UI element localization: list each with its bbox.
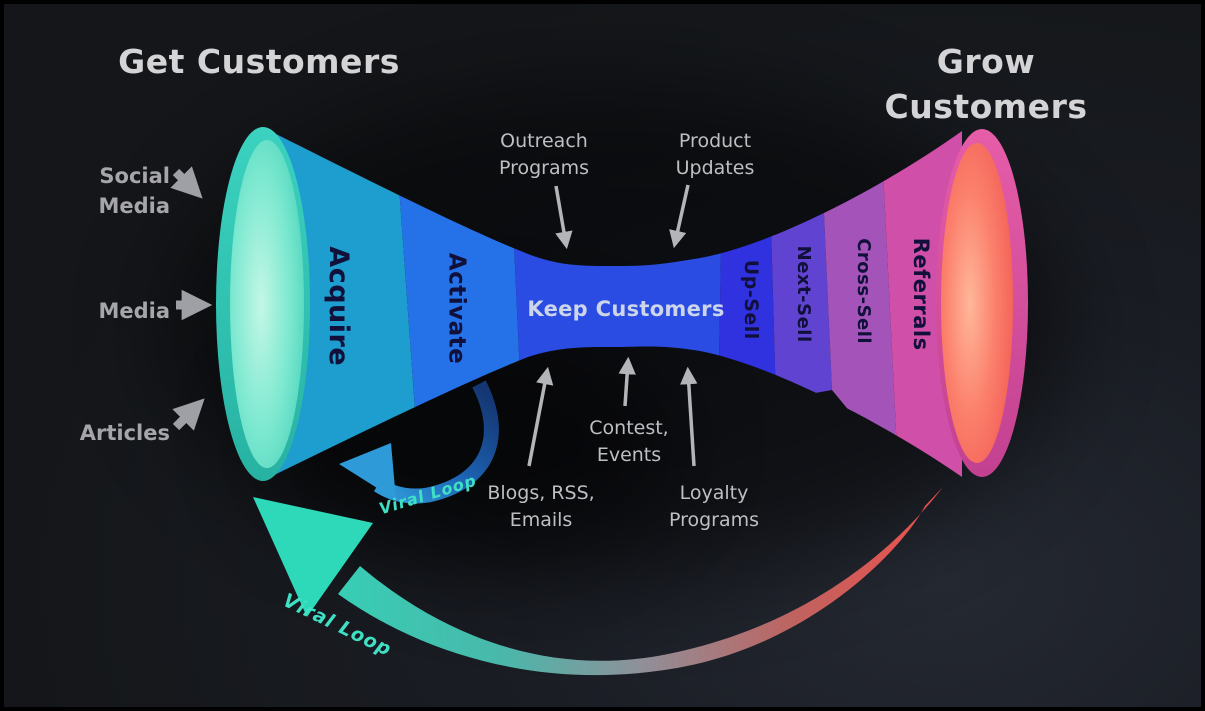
contest-line2: Events xyxy=(596,443,662,466)
stage-nextsell: Next-Sell xyxy=(793,245,815,343)
blogs-line2: Emails xyxy=(509,508,573,531)
stage-referrals: Referrals xyxy=(909,237,934,351)
contest-line1: Contest, xyxy=(589,417,669,439)
stage-crosssell: Cross-Sell xyxy=(853,238,875,345)
label-blogs-rss-emails: Blogs, RSS, Emails xyxy=(466,480,616,533)
product-updates-arrow-icon xyxy=(669,184,690,249)
contest-arrow-icon xyxy=(618,356,636,407)
right-funnel-mouth xyxy=(936,129,1028,477)
segment-crosssell xyxy=(822,150,898,470)
stage-activate: Activate xyxy=(443,252,470,365)
outreach-arrow-icon xyxy=(554,185,573,250)
funnel-graphic xyxy=(165,80,1065,676)
product-line2: Updates xyxy=(675,156,755,179)
viral-loop-large-arrow-icon xyxy=(253,487,943,676)
label-social-media: Social Media xyxy=(62,161,170,222)
loyalty-line2: Programs xyxy=(668,508,760,531)
label-contest-events: Contest, Events xyxy=(559,415,699,468)
title-grow-customers: Grow Customers xyxy=(884,42,1088,126)
blogs-arrow-icon xyxy=(527,366,554,467)
left-funnel-mouth xyxy=(216,127,310,481)
label-articles: Articles xyxy=(79,421,170,445)
stage-upsell: Up-Sell xyxy=(739,259,762,340)
stage-acquire: Acquire xyxy=(323,246,355,367)
outreach-line1: Outreach xyxy=(500,130,588,152)
social-media-line2: Media xyxy=(98,194,170,219)
stage-keep-customers: Keep Customers xyxy=(527,297,725,321)
outreach-line2: Programs xyxy=(498,156,590,179)
articles-arrow-icon xyxy=(172,398,205,431)
viral-loop-small-arrow-icon xyxy=(339,380,499,504)
label-product-updates: Product Updates xyxy=(645,128,785,181)
product-line1: Product xyxy=(678,130,752,152)
label-loyalty-programs: Loyalty Programs xyxy=(644,480,784,533)
loyalty-line1: Loyalty xyxy=(679,482,749,504)
loyalty-arrow-icon xyxy=(680,366,698,467)
label-media: Media xyxy=(98,299,170,323)
label-outreach-programs: Outreach Programs xyxy=(474,128,614,181)
social-media-arrow-icon xyxy=(170,166,203,199)
blogs-line1: Blogs, RSS, xyxy=(487,482,595,504)
title-get-customers: Get Customers xyxy=(118,42,400,81)
social-media-line1: Social xyxy=(99,164,170,188)
